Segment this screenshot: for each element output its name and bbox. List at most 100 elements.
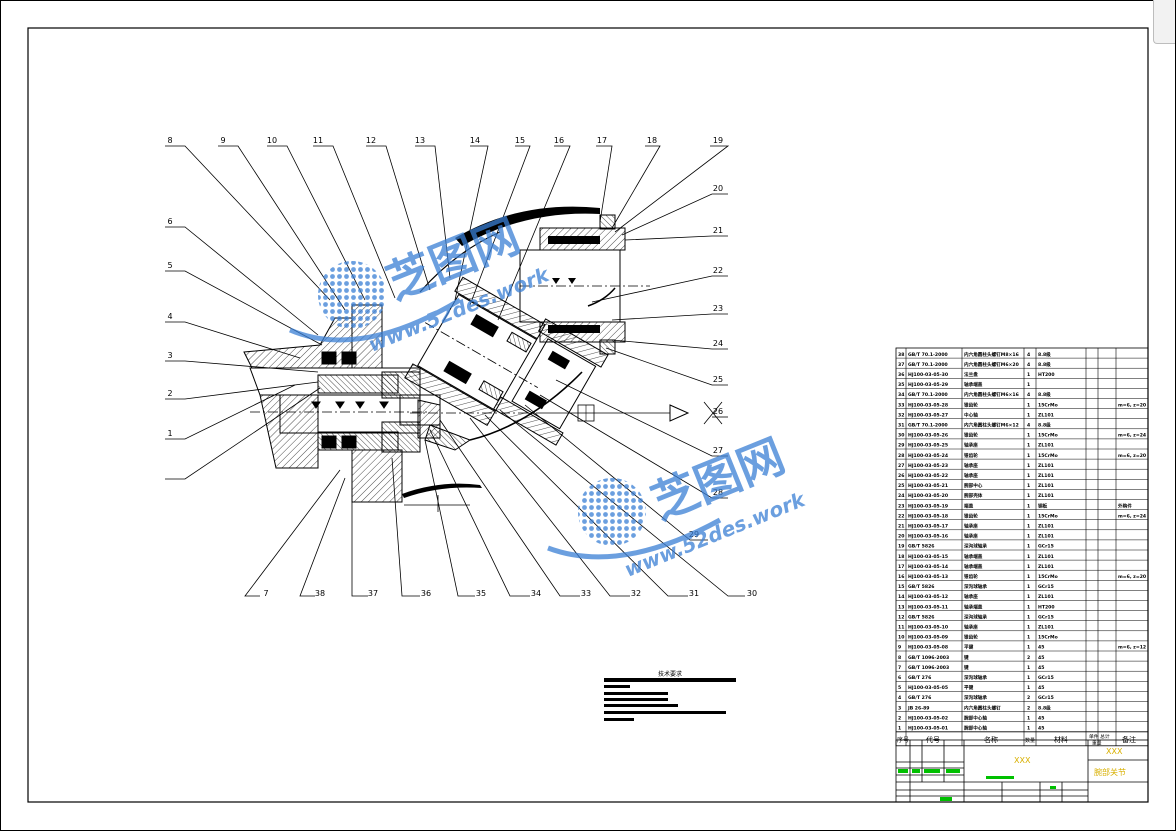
- title-block-drawing-no: XXX: [1014, 756, 1031, 765]
- parts-table-cell: HJ100-03-05-18: [908, 513, 948, 519]
- parts-table-cell: 1: [1027, 463, 1030, 469]
- parts-table-cell: HJ100-03-05-17: [908, 524, 948, 530]
- parts-table-cell: 12: [898, 614, 904, 620]
- parts-table-cell: 2: [1027, 655, 1030, 661]
- parts-table-cell: 内六角圆柱头螺钉M8×16: [964, 351, 1019, 358]
- corner-tab[interactable]: [1153, 0, 1175, 44]
- parts-table-cell: GCr15: [1038, 695, 1054, 701]
- parts-table-cell: 1: [1027, 685, 1030, 691]
- parts-table-cell: 1: [1027, 493, 1030, 499]
- parts-table-cell: 4: [898, 695, 901, 701]
- parts-table-cell: 15CrMo: [1038, 453, 1058, 459]
- parts-table-cell: 1: [1027, 372, 1030, 378]
- parts-table-cell: 45: [1038, 655, 1044, 661]
- parts-table-cell: 腕部中心轴: [964, 725, 987, 732]
- parts-table-cell: GCr15: [1038, 584, 1054, 590]
- parts-table-cell: HJ100-03-05-27: [908, 412, 948, 418]
- parts-table-cell: HJ100-03-05-25: [908, 443, 948, 449]
- parts-table-cell: 键: [963, 654, 969, 661]
- parts-table-cell: GB/T 276: [908, 695, 931, 701]
- parts-table-cell: HJ100-03-05-10: [908, 625, 948, 631]
- parts-table-cell: 17: [898, 564, 904, 570]
- parts-table-cell: HJ100-03-05-26: [908, 433, 948, 439]
- callout-number: 16: [554, 136, 564, 145]
- parts-table-cell: 37: [898, 362, 904, 368]
- callout-number: 8: [167, 136, 172, 145]
- callout-number: 11: [313, 136, 323, 145]
- callout-number: 20: [713, 184, 723, 193]
- parts-table-cell: GB/T 1096-2003: [908, 665, 949, 671]
- parts-table-cell: 1: [1027, 604, 1030, 610]
- parts-table-cell: 深沟球轴承: [964, 674, 987, 681]
- parts-table-cell: HJ100-03-05-13: [908, 574, 948, 580]
- parts-table-cell: HJ100-03-05-14: [908, 564, 948, 570]
- parts-table-header: 代号: [926, 735, 940, 744]
- parts-table-cell: 锥齿轮: [964, 634, 978, 641]
- callout-number: 18: [647, 136, 657, 145]
- parts-table-cell: HJ100-03-05-11: [908, 604, 948, 610]
- parts-table-cell: GB/T 5826: [908, 614, 934, 620]
- parts-table-cell: 1: [1027, 453, 1030, 459]
- parts-table-cell: ZL101: [1038, 443, 1054, 449]
- parts-table-cell: 1: [1027, 534, 1030, 540]
- parts-table-cell: ZL101: [1038, 483, 1054, 489]
- parts-table-cell: 8.8级: [1038, 391, 1051, 398]
- parts-table-cell: 29: [898, 443, 904, 449]
- parts-table-cell: HJ100-03-05-02: [908, 715, 948, 721]
- parts-table-cell: m=6, z=20: [1118, 453, 1146, 459]
- parts-table-cell: 33: [898, 402, 904, 408]
- parts-table-cell: 45: [1038, 726, 1044, 732]
- callout-number: 36: [421, 589, 431, 598]
- parts-table-cell: 1: [1027, 594, 1030, 600]
- parts-table-cell: 内六角圆柱头螺钉M6×16: [964, 391, 1019, 398]
- parts-table-cell: 1: [1027, 544, 1030, 550]
- callout-number: 19: [713, 136, 723, 145]
- parts-table-cell: 8.8级: [1038, 361, 1051, 368]
- notes-heading: 技术要求: [658, 670, 682, 678]
- parts-table-cell: 腕部中心: [964, 482, 983, 489]
- callout-number: 22: [713, 266, 723, 275]
- parts-table-cell: 19: [898, 544, 904, 550]
- parts-table-cell: 轴承座: [964, 472, 978, 479]
- parts-table-cell: 9: [898, 645, 901, 651]
- parts-table-cell: 1: [898, 726, 901, 732]
- parts-table-cell: HJ100-03-05-15: [908, 554, 948, 560]
- parts-table-cell: GB/T 70.1-2000: [908, 392, 948, 398]
- parts-table-cell: 轴承端盖: [964, 563, 983, 570]
- parts-table-cell: GB/T 70.1-2000: [908, 352, 948, 358]
- parts-table-cell: 中心轴: [964, 411, 978, 418]
- parts-table-cell: GB/T 1096-2003: [908, 655, 949, 661]
- parts-table-cell: 45: [1038, 665, 1044, 671]
- parts-table-cell: HJ100-03-05-22: [908, 473, 948, 479]
- parts-table-cell: 31: [898, 423, 904, 429]
- parts-table-cell: 26: [898, 473, 904, 479]
- parts-table-cell: 28: [898, 453, 904, 459]
- parts-table-cell: ZL101: [1038, 625, 1054, 631]
- technical-notes: 技术要求: [604, 670, 736, 721]
- parts-table-cell: ZL101: [1038, 524, 1054, 530]
- callout-number: 21: [713, 226, 723, 235]
- callout-number: 27: [713, 446, 723, 455]
- parts-table-cell: 锥齿轮: [964, 452, 978, 459]
- parts-table-cell: 1: [1027, 645, 1030, 651]
- parts-table-cell: HJ100-03-05-28: [908, 402, 948, 408]
- parts-table-cell: 15CrMo: [1038, 402, 1058, 408]
- parts-table-cell: HJ100-03-05-12: [908, 594, 948, 600]
- parts-table-cell: 锥齿轮: [964, 401, 978, 408]
- parts-table-cell: HJ100-03-05-24: [908, 453, 948, 459]
- title-block-org: XXX: [1106, 747, 1123, 756]
- parts-table-cell: HJ100-03-05-01: [908, 726, 948, 732]
- parts-table-cell: 1: [1027, 554, 1030, 560]
- parts-table-cell: GB/T 5826: [908, 584, 934, 590]
- callout-number: 5: [167, 261, 172, 270]
- parts-table-cell: 22: [898, 513, 904, 519]
- parts-table-cell: HJ100-03-05-23: [908, 463, 948, 469]
- parts-table-cell: 1: [1027, 433, 1030, 439]
- parts-table-cell: 1: [1027, 625, 1030, 631]
- parts-table-cell: 外购件: [1118, 502, 1132, 509]
- callout-number: 15: [515, 136, 525, 145]
- parts-table-cell: 7: [898, 665, 901, 671]
- parts-table-cell: HT200: [1038, 372, 1055, 378]
- parts-table-cell: 锥齿轮: [964, 573, 978, 580]
- parts-table-cell: GB/T 5826: [908, 544, 934, 550]
